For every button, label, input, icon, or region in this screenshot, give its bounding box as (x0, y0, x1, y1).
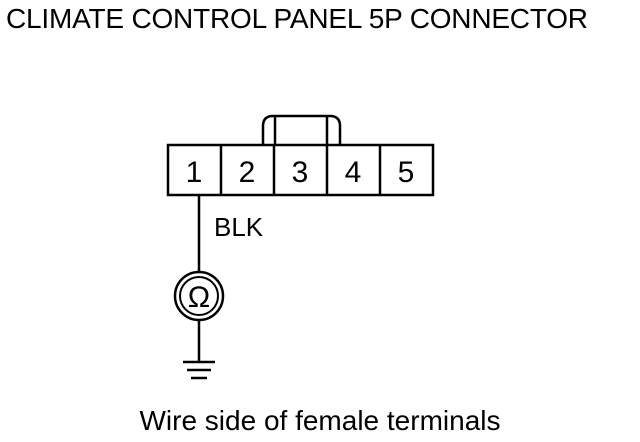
diagram-caption: Wire side of female terminals (139, 405, 501, 436)
diagram-title: CLIMATE CONTROL PANEL 5P CONNECTOR (6, 3, 588, 34)
terminal-number: 4 (345, 156, 362, 189)
ohm-symbol: Ω (188, 281, 210, 314)
terminal-number: 2 (239, 156, 256, 189)
terminal-number: 1 (186, 156, 203, 189)
terminal-number: 3 (292, 156, 309, 189)
connector-body (166, 143, 435, 197)
connector-lock-tab (261, 114, 342, 145)
wire-color-label: BLK (214, 212, 264, 242)
ohmmeter-icon: Ω (173, 270, 225, 322)
ground-icon (183, 360, 215, 380)
terminal-number: 5 (398, 156, 415, 189)
